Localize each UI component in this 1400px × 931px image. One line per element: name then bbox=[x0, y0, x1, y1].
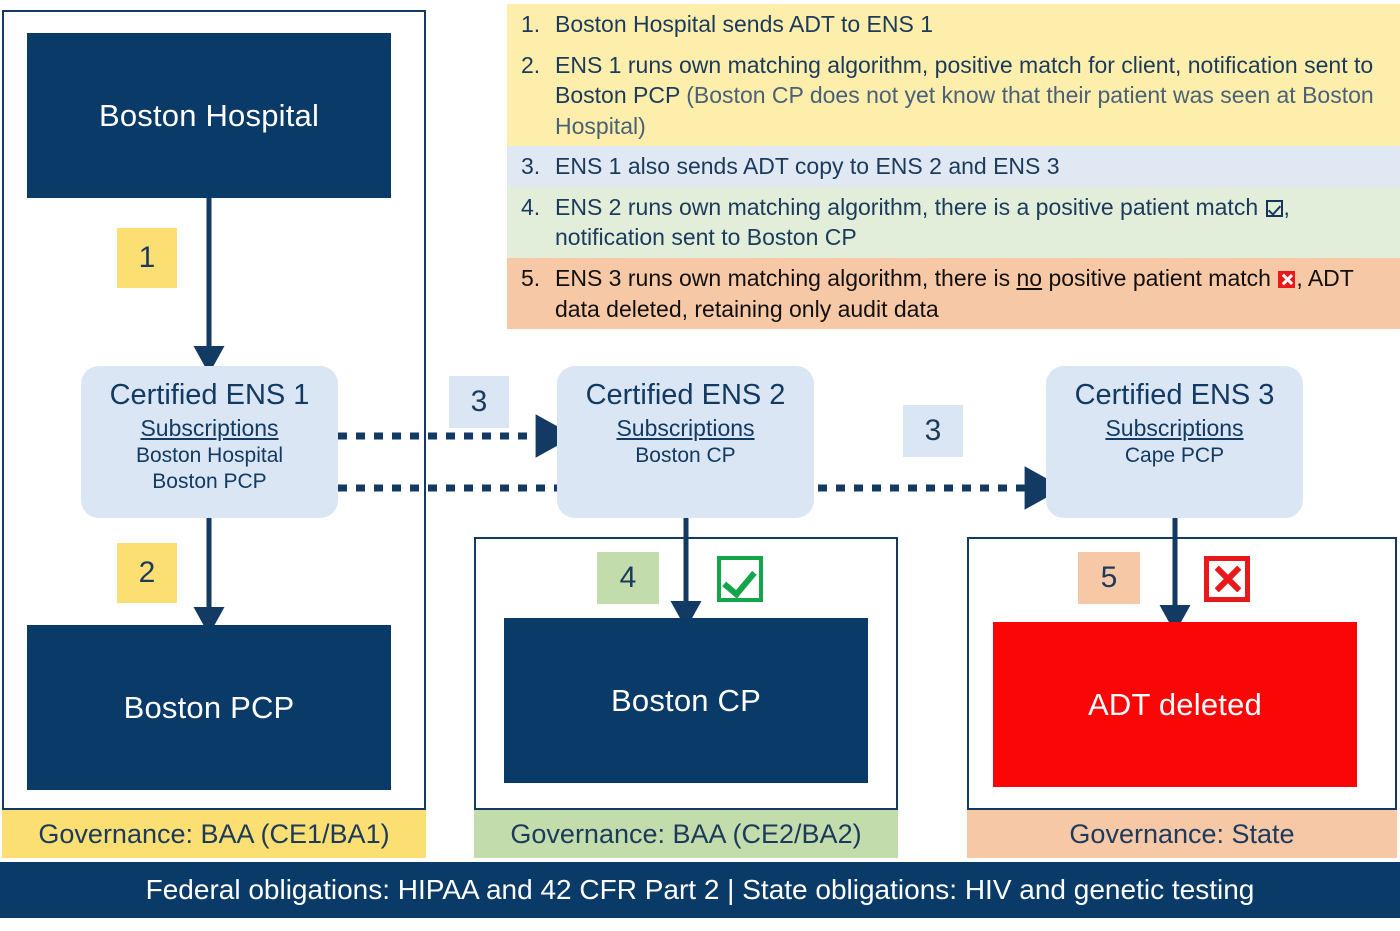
node-boston-cp: Boston CP bbox=[504, 618, 868, 783]
legend-item-5: 5. ENS 3 runs own matching algorithm, th… bbox=[507, 258, 1400, 330]
ens-1-title: Certified ENS 1 bbox=[109, 379, 310, 411]
node-boston-hospital: Boston Hospital bbox=[27, 33, 391, 198]
legend-text-4-before: ENS 2 runs own matching algorithm, there… bbox=[555, 193, 1265, 220]
positive-match-check-icon bbox=[717, 556, 763, 602]
legend-number-3: 3. bbox=[521, 153, 541, 180]
legend-number-4: 4. bbox=[521, 193, 541, 220]
legend-item-4: 4. ENS 2 runs own matching algorithm, th… bbox=[507, 186, 1400, 259]
legend-text-4: ENS 2 runs own matching algorithm, there… bbox=[555, 192, 1390, 253]
ens-1-subscription-item: Boston Hospital bbox=[135, 444, 284, 468]
governance-label-right: Governance: State bbox=[967, 810, 1397, 858]
node-boston-hospital-label: Boston Hospital bbox=[98, 97, 320, 133]
legend-text-5-after: , ADT data deleted, retaining only audit… bbox=[555, 265, 1354, 322]
ens-3-subscriptions-heading: Subscriptions bbox=[1105, 415, 1244, 442]
legend-text-5-middle: positive patient match bbox=[1042, 265, 1278, 292]
node-boston-pcp-label: Boston PCP bbox=[123, 689, 295, 725]
ens-3-title: Certified ENS 3 bbox=[1074, 379, 1275, 411]
node-certified-ens-3: Certified ENS 3 Subscriptions Cape PCP bbox=[1046, 366, 1303, 518]
legend-text-2-main: ENS 1 runs own matching algorithm, posit… bbox=[555, 51, 1374, 109]
step-badge-2: 2 bbox=[117, 543, 177, 603]
step-badge-4: 4 bbox=[597, 552, 659, 604]
legend-text-1: Boston Hospital sends ADT to ENS 1 bbox=[555, 11, 933, 37]
ens-1-subscriptions-heading: Subscriptions bbox=[140, 415, 279, 442]
node-certified-ens-2: Certified ENS 2 Subscriptions Boston CP bbox=[557, 366, 814, 518]
legend-item-3: 3. ENS 1 also sends ADT copy to ENS 2 an… bbox=[507, 146, 1400, 187]
node-certified-ens-1: Certified ENS 1 Subscriptions Boston Hos… bbox=[81, 366, 338, 518]
ens-2-title: Certified ENS 2 bbox=[585, 379, 786, 411]
ens-2-subscriptions-heading: Subscriptions bbox=[616, 415, 755, 442]
legend-number-1: 1. bbox=[521, 11, 541, 37]
ens-1-subscription-item: Boston PCP bbox=[152, 469, 267, 493]
step-badge-1: 1 bbox=[117, 228, 177, 288]
node-adt-deleted: ADT deleted bbox=[993, 622, 1357, 787]
legend-item-2: 2. ENS 1 runs own matching algorithm, po… bbox=[507, 44, 1400, 147]
legend-text-3: ENS 1 also sends ADT copy to ENS 2 and E… bbox=[555, 153, 1060, 180]
node-boston-pcp: Boston PCP bbox=[27, 625, 391, 790]
checkbox-checked-icon bbox=[1265, 199, 1283, 217]
node-adt-deleted-label: ADT deleted bbox=[1088, 686, 1262, 722]
ens-3-subscription-item: Cape PCP bbox=[1124, 444, 1225, 468]
legend-number-5: 5. bbox=[521, 265, 541, 292]
legend-number-2: 2. bbox=[521, 51, 541, 78]
legend-text-5-emphasis: no bbox=[1016, 265, 1043, 292]
legend-text-2: ENS 1 runs own matching algorithm, posit… bbox=[555, 50, 1390, 142]
step-badge-3-ens1-ens2: 3 bbox=[449, 376, 509, 428]
no-match-x-icon bbox=[1204, 556, 1250, 602]
legend-text-5-before: ENS 3 runs own matching algorithm, there… bbox=[555, 265, 1017, 292]
legend-text-2-parenthetical: (Boston CP does not yet know that their … bbox=[555, 82, 1374, 139]
ens-2-subscription-item: Boston CP bbox=[635, 444, 736, 468]
steps-legend: 1. Boston Hospital sends ADT to ENS 1 2.… bbox=[507, 4, 1400, 330]
obligations-footer: Federal obligations: HIPAA and 42 CFR Pa… bbox=[0, 862, 1400, 918]
governance-label-middle: Governance: BAA (CE2/BA2) bbox=[474, 810, 898, 858]
governance-label-left: Governance: BAA (CE1/BA1) bbox=[2, 810, 426, 858]
legend-text-5: ENS 3 runs own matching algorithm, there… bbox=[555, 263, 1390, 324]
legend-text-4-after: , notification sent to Boston CP bbox=[555, 193, 1290, 251]
legend-item-1: 1. Boston Hospital sends ADT to ENS 1 bbox=[507, 4, 1400, 45]
node-boston-cp-label: Boston CP bbox=[611, 682, 761, 718]
governance-container-left bbox=[2, 10, 426, 810]
governance-container-right bbox=[967, 537, 1397, 810]
step-badge-3-ens2-ens3: 3 bbox=[903, 405, 963, 457]
step-badge-5: 5 bbox=[1078, 552, 1140, 604]
x-box-icon bbox=[1278, 271, 1296, 289]
